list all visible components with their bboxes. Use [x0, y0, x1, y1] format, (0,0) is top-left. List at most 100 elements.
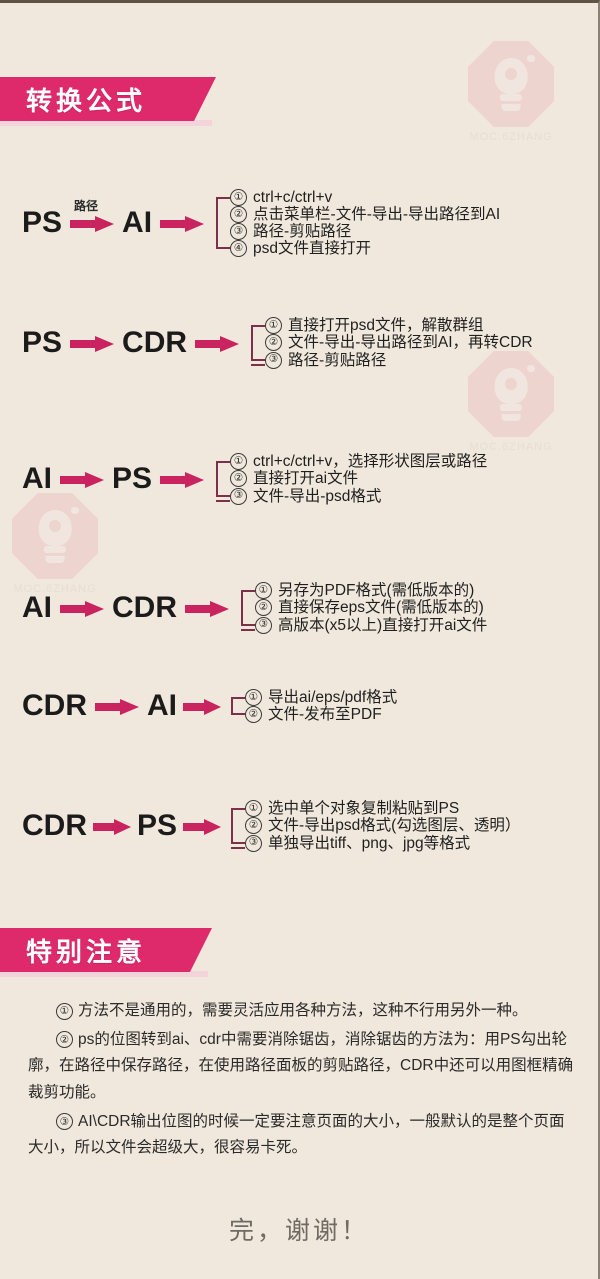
method-list: ① 导出ai/eps/pdf格式 ② 文件-发布至PDF: [245, 688, 590, 724]
note-number: ③: [56, 1113, 73, 1131]
arrow-icon: [60, 600, 104, 617]
item-text: 选中单个对象复制粘贴到PS: [268, 800, 460, 818]
arrow-icon: [160, 215, 205, 232]
item-number: ①: [245, 800, 263, 818]
source-app-label: CDR: [22, 689, 87, 722]
item-number: ③: [245, 834, 263, 852]
item-number: ①: [245, 688, 262, 706]
note-text: AI\CDR输出位图的时候一定要注意页面的大小，一般默认的是整个页面大小，所以文…: [28, 1112, 565, 1157]
item-text: 另存为PDF格式(需低版本的): [278, 582, 475, 600]
list-item: ③ 单独导出tiff、png、jpg等格式: [245, 835, 590, 852]
list-item: ③ 高版本(x5以上)直接打开ai文件: [255, 617, 590, 634]
methods-group: ① ctrl+c/ctrl+v，选择形状图层或路径 ② 直接打开ai文件 ③ 文件-导…: [216, 453, 590, 505]
item-text: 路径-剪贴路径: [288, 351, 387, 369]
target-app-label: CDR: [112, 591, 177, 624]
note-number: ①: [56, 1002, 73, 1020]
item-number: ②: [265, 334, 283, 352]
item-number: ②: [230, 205, 248, 223]
list-item: ② 文件-发布至PDF: [245, 706, 590, 724]
arrow-icon: [70, 335, 115, 352]
conversion-pair: PS CDR: [22, 328, 247, 358]
arrow-icon: [160, 471, 205, 488]
watermark-label: MOC.6ZHANG: [469, 131, 553, 143]
formula-banner-shadow: [0, 120, 212, 126]
item-number: ②: [245, 706, 262, 724]
item-number: ①: [230, 453, 248, 471]
conversion-pair: CDR AI: [22, 691, 227, 721]
item-number: ②: [230, 470, 248, 488]
conversion-pair: AI CDR: [22, 593, 237, 623]
item-number: ④: [230, 240, 248, 258]
item-text: 文件-发布至PDF: [268, 706, 382, 723]
bracket: [241, 582, 255, 633]
lightbulb-octagon-icon: [468, 41, 554, 127]
arrow-icon: [183, 698, 221, 715]
item-text: psd文件直接打开: [253, 240, 372, 258]
list-item: ② 直接打开ai文件: [230, 470, 590, 488]
item-text: 直接打开ai文件: [253, 470, 359, 488]
note-text: 方法不是通用的，需要灵活应用各种方法，这种不行用另外一种。: [78, 1002, 528, 1019]
bracket: [216, 189, 231, 257]
arrow-icon: [60, 471, 104, 488]
conversion-pair: PS 路径 AI: [22, 199, 212, 239]
item-text: ctrl+c/ctrl+v，选择形状图层或路径: [253, 453, 488, 471]
list-item: ④ psd文件直接打开: [230, 240, 590, 258]
source-app-label: AI: [22, 591, 52, 624]
watermark-top-right: MOC.6ZHANG: [468, 41, 554, 143]
arrow-icon: [95, 698, 139, 715]
item-text: 高版本(x5以上)直接打开ai文件: [278, 616, 488, 634]
source-app-label: PS: [22, 326, 63, 359]
item-number: ③: [230, 487, 248, 505]
notice-banner: 特别注意: [0, 928, 212, 972]
item-number: ①: [255, 582, 272, 600]
target-app-label: AI: [147, 689, 177, 722]
note-text: ps的位图转到ai、cdr中需要消除锯齿，消除锯齿的方法为：用PS勾出轮廓，在路…: [28, 1030, 574, 1101]
target-app-label: PS: [137, 809, 178, 842]
item-number: ①: [265, 317, 283, 335]
item-number: ①: [230, 188, 248, 206]
item-number: ③: [265, 351, 283, 369]
bracket: [251, 317, 266, 368]
list-item: ① 另存为PDF格式(需低版本的): [255, 582, 590, 600]
bracket: [231, 800, 246, 851]
formula-banner: 转换公式: [0, 77, 216, 121]
item-text: 路径-剪贴路径: [253, 223, 352, 240]
item-number: ②: [245, 817, 263, 835]
arrow-icon: [183, 818, 222, 835]
item-text: 单独导出tiff、png、jpg等格式: [268, 834, 471, 852]
conversion-row-cdr-ai: CDR AI ① 导出ai/eps/pdf格式 ② 文件-发布至PDF: [22, 675, 590, 737]
methods-group: ① 导出ai/eps/pdf格式 ② 文件-发布至PDF: [231, 688, 590, 724]
note-item: ① 方法不是通用的，需要灵活应用各种方法，这种不行用另外一种。: [28, 998, 578, 1025]
bracket: [231, 689, 245, 723]
item-text: ctrl+c/ctrl+v: [253, 188, 333, 206]
list-item: ③ 文件-导出-psd格式: [230, 488, 590, 505]
list-item: ① 选中单个对象复制粘贴到PS: [245, 800, 590, 818]
item-text: 直接保存eps文件(需低版本的): [278, 599, 484, 617]
bracket: [216, 453, 231, 504]
conversion-pair: CDR PS: [22, 811, 227, 841]
item-number: ③: [255, 616, 272, 634]
method-list: ① ctrl+c/ctrl+v，选择形状图层或路径 ② 直接打开ai文件 ③ 文件-导…: [230, 453, 590, 505]
item-text: 文件-导出-psd格式: [253, 487, 382, 505]
item-text: 导出ai/eps/pdf格式: [268, 688, 398, 706]
arrow-icon: [185, 600, 229, 617]
source-app-label: PS: [22, 206, 63, 239]
